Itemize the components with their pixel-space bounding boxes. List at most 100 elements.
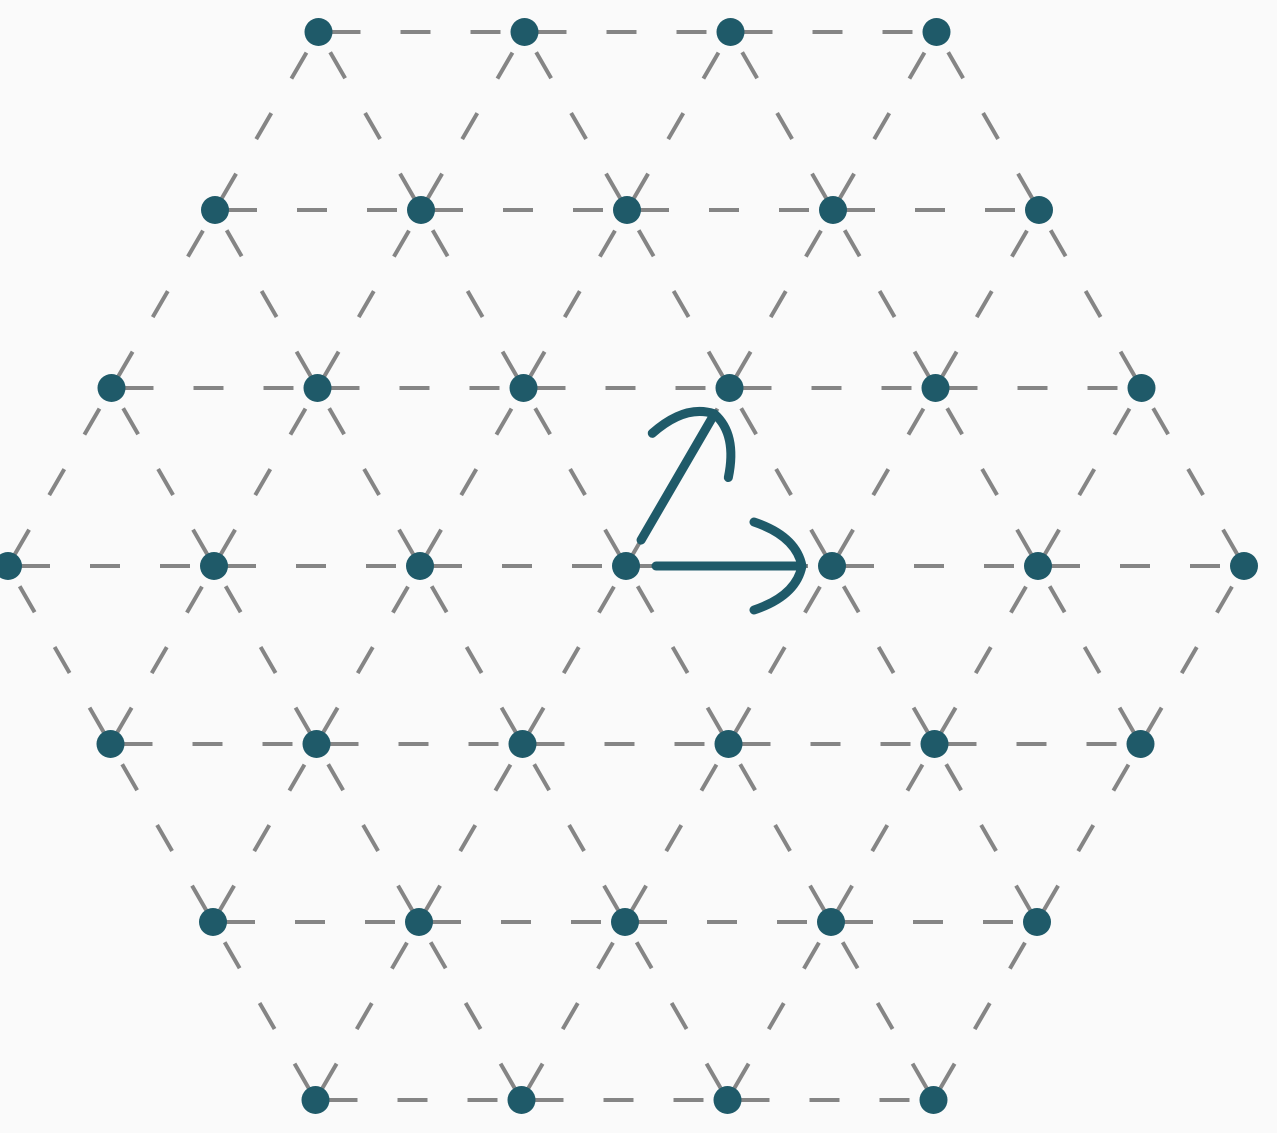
lattice-node xyxy=(920,730,949,758)
lattice-bond xyxy=(1035,742,1143,924)
lattice-bond xyxy=(211,742,319,924)
lattice-bond xyxy=(315,208,423,390)
lattice-bond xyxy=(109,208,217,390)
lattice-node xyxy=(714,730,743,758)
lattice-bond xyxy=(212,386,320,568)
lattice-bond xyxy=(419,209,526,389)
lattice-node xyxy=(1023,908,1051,936)
lattice-node xyxy=(612,552,640,580)
lattice-bond xyxy=(725,920,833,1102)
lattice-bond xyxy=(727,387,834,567)
lattice-bond xyxy=(830,386,938,568)
lattice-bond xyxy=(831,30,939,212)
basis-vector-a1-arrowhead xyxy=(749,517,807,615)
lattice-bond xyxy=(212,565,319,745)
lattice-bond xyxy=(934,31,1041,211)
lattice-node xyxy=(302,730,331,758)
lattice-node xyxy=(97,374,126,402)
lattice-bond xyxy=(417,742,525,924)
lattice-node xyxy=(201,196,229,224)
lattice-bond xyxy=(1138,564,1246,746)
lattice-bond xyxy=(314,743,421,923)
lattice-bond xyxy=(1036,386,1144,568)
lattice-bond xyxy=(6,565,113,745)
lattice-bond xyxy=(108,564,216,746)
lattice-bond xyxy=(520,743,627,923)
lattice-node xyxy=(716,18,745,46)
lattice-bond xyxy=(522,31,629,211)
lattice-bond xyxy=(931,920,1039,1102)
lattice-node xyxy=(819,196,847,224)
lattice-node xyxy=(817,908,845,936)
lattice-bond xyxy=(728,31,835,211)
lattice-node xyxy=(0,552,22,580)
lattice-bond xyxy=(6,386,114,568)
lattice-node xyxy=(921,374,950,402)
lattice-node xyxy=(1127,374,1156,402)
lattice-node xyxy=(200,552,228,580)
lattice-bond xyxy=(623,742,731,924)
lattice-bond xyxy=(933,387,1040,567)
lattice-bond xyxy=(624,565,731,745)
lattice-node xyxy=(406,552,434,580)
lattice-node xyxy=(611,908,639,936)
lattice-bond xyxy=(313,920,421,1102)
lattice-bond xyxy=(211,921,318,1101)
lattice-node xyxy=(713,1086,742,1114)
lattice-node xyxy=(508,730,537,758)
lattice-bond xyxy=(933,208,1041,390)
lattice-node xyxy=(303,374,332,402)
lattice-bond xyxy=(625,209,732,389)
lattice-node xyxy=(715,374,744,402)
lattice-bond xyxy=(1139,387,1246,567)
lattice-bond xyxy=(418,386,526,568)
basis-vectors xyxy=(636,406,807,615)
lattice-bonds xyxy=(6,30,1246,1102)
basis-vector-a2-shaft xyxy=(636,409,719,545)
lattice-bond xyxy=(829,742,937,924)
lattice-node xyxy=(1230,552,1258,580)
lattice-bond xyxy=(829,921,936,1101)
lattice-node xyxy=(301,1086,330,1114)
lattice-bond xyxy=(520,564,628,746)
lattice-bond xyxy=(213,209,320,389)
lattice-node xyxy=(1025,196,1053,224)
lattice-bond xyxy=(418,565,525,745)
lattice-node xyxy=(405,908,433,936)
lattice-bond xyxy=(1037,209,1144,389)
basis-vector-a2-arrowhead xyxy=(647,406,736,483)
lattice-bond xyxy=(726,564,834,746)
lattice-node xyxy=(96,730,125,758)
lattice-node xyxy=(407,196,435,224)
lattice-bond xyxy=(109,387,216,567)
lattice-node xyxy=(922,18,951,46)
lattice-bond xyxy=(419,30,527,212)
lattice-bond xyxy=(727,208,835,390)
lattice-bond xyxy=(108,743,215,923)
lattice-bond xyxy=(521,387,628,567)
lattice-bond xyxy=(932,743,1039,923)
lattice-node xyxy=(919,1086,948,1114)
lattice-node xyxy=(509,374,538,402)
lattice-node xyxy=(304,18,333,46)
lattice-node xyxy=(613,196,641,224)
lattice-bond xyxy=(726,743,833,923)
lattice-node xyxy=(818,552,846,580)
lattice-bond xyxy=(521,208,629,390)
lattice-node xyxy=(1126,730,1155,758)
lattice-bond xyxy=(932,564,1040,746)
lattice-bond xyxy=(314,564,422,746)
lattice-node xyxy=(507,1086,536,1114)
lattice-bond xyxy=(316,31,423,211)
lattice-node xyxy=(1024,552,1052,580)
lattice-bond xyxy=(315,387,422,567)
lattice-bond xyxy=(1036,565,1143,745)
lattice-bond xyxy=(213,30,321,212)
lattice-bond xyxy=(830,565,937,745)
lattice-bond xyxy=(519,920,627,1102)
lattice-nodes xyxy=(0,18,1258,1114)
lattice-node xyxy=(510,18,539,46)
lattice-node xyxy=(199,908,227,936)
lattice-bond xyxy=(625,30,733,212)
